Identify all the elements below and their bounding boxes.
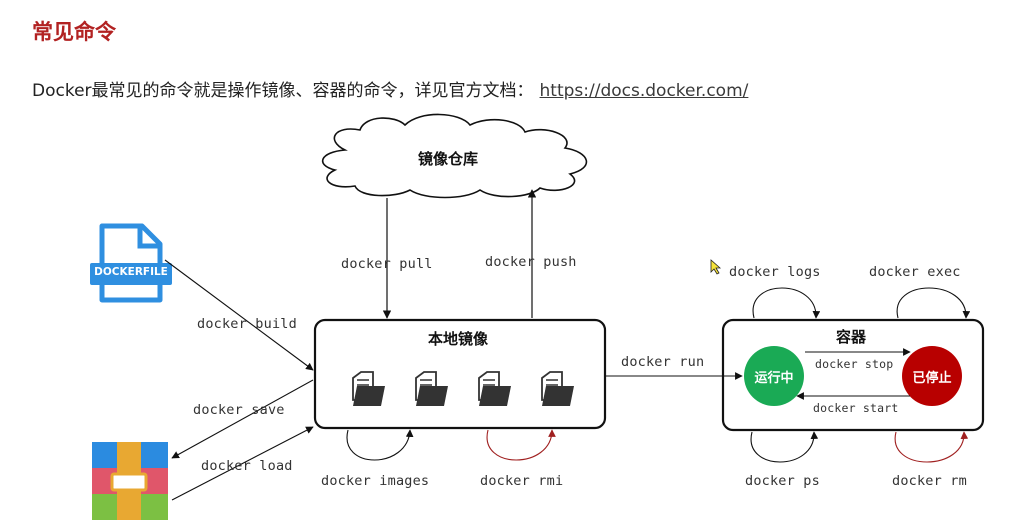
image-folder-icon (541, 371, 574, 406)
cmd-run-label: docker run (621, 354, 705, 370)
cmd-stop-label: docker stop (815, 357, 894, 371)
exec-loop-arrow (896, 287, 971, 319)
local-images-box (313, 318, 607, 430)
rmi-loop-arrow (486, 429, 556, 461)
logs-loop-arrow (752, 287, 821, 319)
build-arrow (164, 259, 314, 371)
cmd-start-label: docker start (813, 401, 899, 415)
cmd-rmi-label: docker rmi (480, 473, 564, 489)
load-arrow (171, 426, 314, 501)
cmd-logs-label: docker logs (729, 264, 821, 280)
save-arrow (171, 379, 314, 459)
cmd-push-label: docker push (485, 254, 577, 270)
mouse-cursor-icon (710, 259, 722, 275)
page-title: 常见命令 (32, 20, 116, 44)
image-folder-icon (352, 371, 385, 406)
images-loop-arrow (346, 429, 414, 461)
stopped-state-label: 已停止 (912, 371, 952, 386)
running-state-label: 运行中 (754, 371, 794, 386)
registry-label: 镜像仓库 (418, 150, 479, 168)
running-state-circle (744, 346, 804, 406)
cmd-rm-label: docker rm (892, 473, 967, 489)
container-label: 容器 (836, 328, 867, 346)
cmd-build-label: docker build (197, 316, 297, 332)
docs-link[interactable]: https://docs.docker.com/ (539, 81, 749, 101)
stopped-state-circle (902, 346, 962, 406)
intro-paragraph: Docker最常见的命令就是操作镜像、容器的命令，详见官方文档：https://… (32, 76, 748, 101)
rm-loop-arrow (894, 431, 969, 463)
cmd-load-label: docker load (201, 458, 293, 474)
archive-icon (92, 442, 168, 520)
dockerfile-icon (90, 223, 172, 303)
cmd-save-label: docker save (193, 402, 285, 418)
cmd-images-label: docker images (321, 473, 430, 489)
intro-text: Docker最常见的命令就是操作镜像、容器的命令，详见官方文档： (32, 81, 534, 101)
dockerfile-label: DOCKERFILE (94, 266, 168, 278)
registry-cloud (321, 113, 588, 199)
image-folder-icon (415, 371, 448, 406)
cmd-exec-label: docker exec (869, 264, 961, 280)
ps-loop-arrow (750, 431, 819, 463)
cmd-ps-label: docker ps (745, 473, 820, 489)
local-images-label: 本地镜像 (428, 330, 489, 348)
image-folder-icon (478, 371, 511, 406)
cmd-pull-label: docker pull (341, 256, 433, 272)
